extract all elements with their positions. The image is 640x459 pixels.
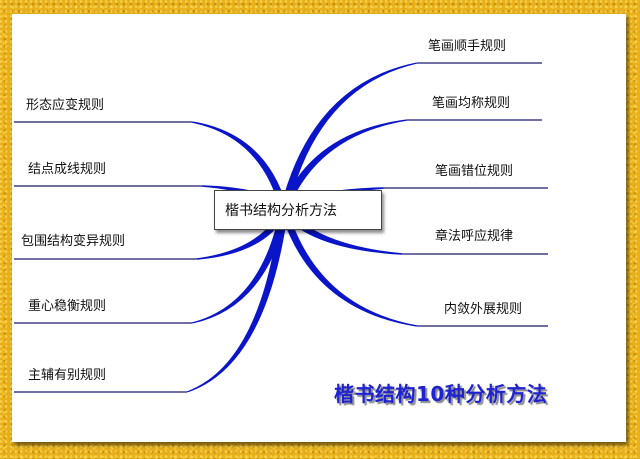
branch-ribbon <box>196 206 287 260</box>
right-branch-label: 笔画顺手规则 <box>428 39 507 54</box>
left-branch-label: 主辅有别规则 <box>28 368 107 383</box>
branch-ribbon <box>280 62 418 214</box>
right-branch-label: 笔画均称规则 <box>432 96 511 111</box>
mindmap-canvas: 形态应变规则 结点成线规则 包围结构变异规则 重心稳衡规则 主辅有别规则 笔画顺… <box>12 14 626 442</box>
overlay-title: 楷书结构10种分析方法 <box>334 382 548 406</box>
branch-ribbon <box>282 205 403 255</box>
right-branch-label: 内敛外展规则 <box>444 302 523 317</box>
branch-ribbon <box>191 121 288 214</box>
branch-ribbon <box>281 206 418 327</box>
left-branch-label: 结点成线规则 <box>28 162 107 177</box>
branch-ribbon <box>191 207 288 324</box>
central-topic-label: 楷书结构分析方法 <box>225 203 337 219</box>
right-branch-label: 章法呼应规律 <box>435 229 514 244</box>
left-branch-label: 包围结构变异规则 <box>21 234 126 249</box>
branch-ribbon <box>281 119 408 214</box>
left-branch-label: 形态应变规则 <box>26 98 105 113</box>
left-branch-label: 重心稳衡规则 <box>28 299 107 314</box>
right-branch-label: 笔画错位规则 <box>435 164 514 179</box>
central-topic[interactable]: 楷书结构分析方法 <box>214 190 382 230</box>
